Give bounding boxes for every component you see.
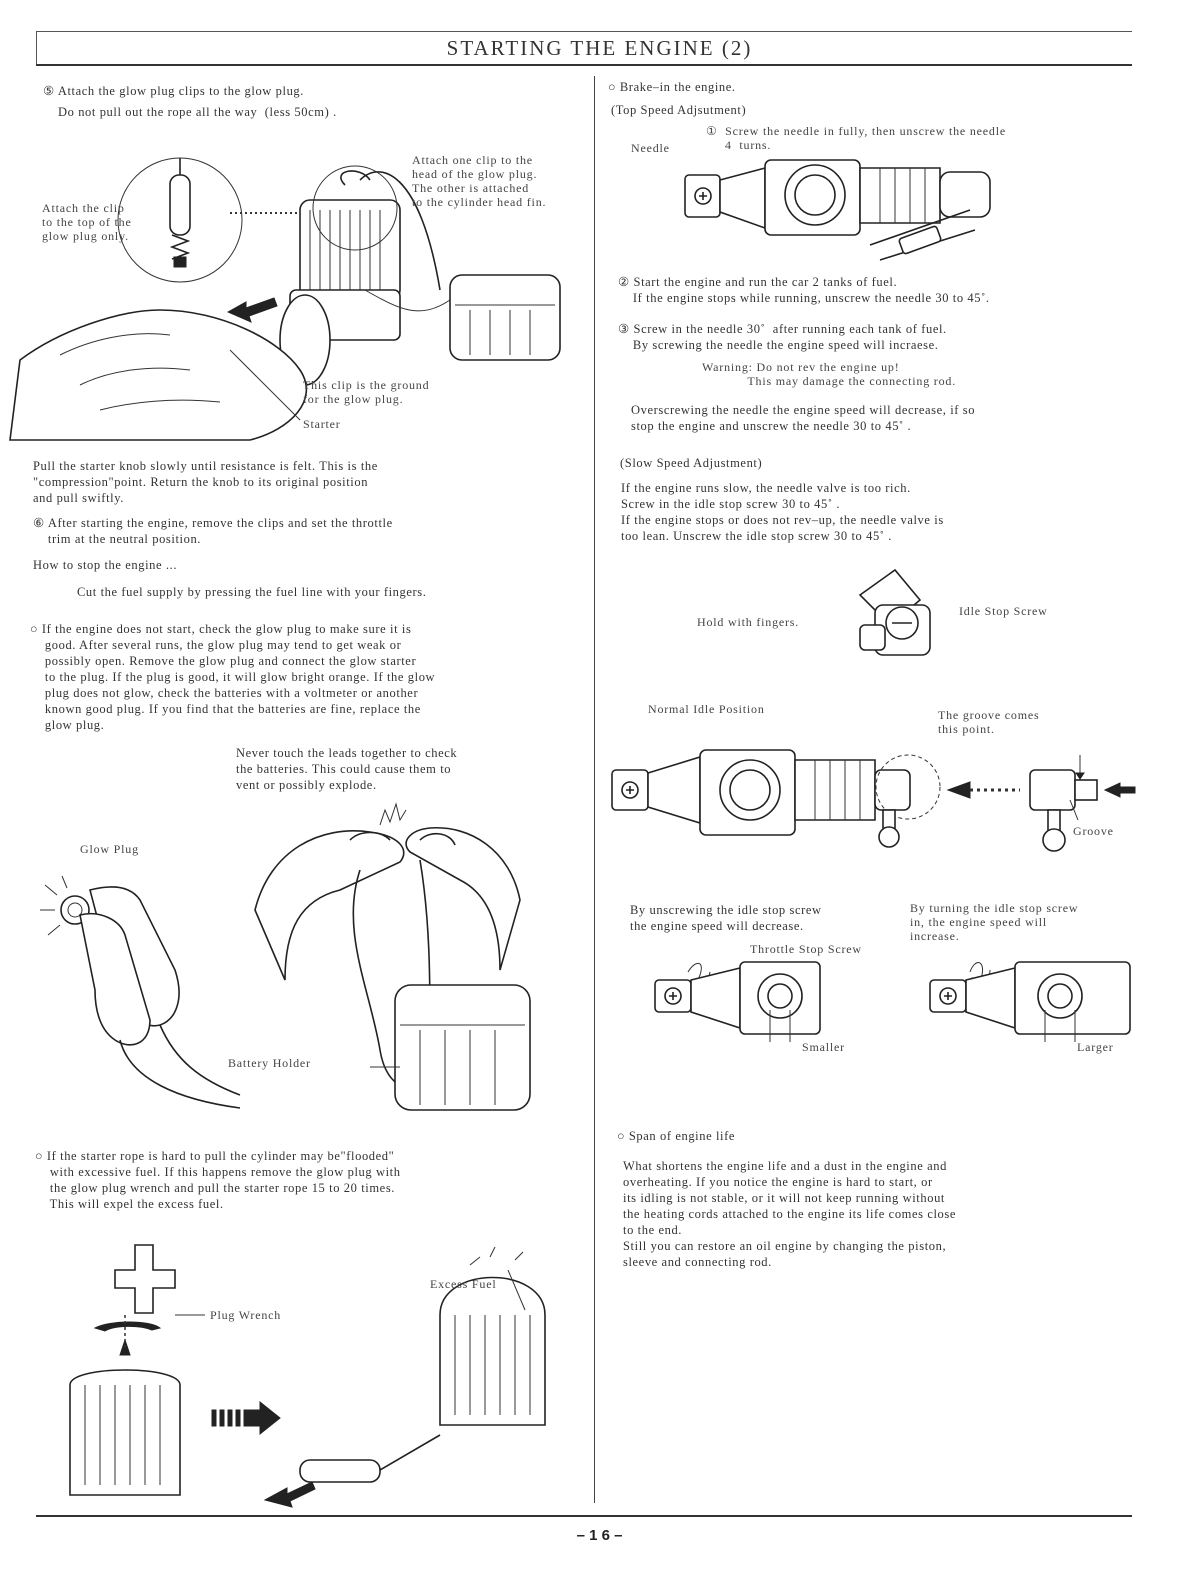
excess-fuel-label: Excess Fuel <box>430 1277 497 1291</box>
top-speed-step2: ② Start the engine and run the car 2 tan… <box>618 275 990 305</box>
top-speed-step3: ③ Screw in the needle 30˚ after running … <box>618 322 947 352</box>
page-number: – 1 6 – <box>576 1527 623 1544</box>
idle-stop-screw-label: Idle Stop Screw <box>959 604 1048 618</box>
groove-label: Groove <box>1073 824 1114 838</box>
glow-plug-label: Glow Plug <box>80 842 139 856</box>
top-speed-step1: ① Screw the needle in fully, then unscre… <box>706 124 1006 152</box>
overscrew-text: Overscrewing the needle the engine speed… <box>631 403 976 433</box>
slow-speed-title: (Slow Speed Adjustment) <box>620 456 763 470</box>
column-divider <box>594 76 595 1503</box>
smaller-label: Smaller <box>802 1040 845 1054</box>
plug-wrench-figure <box>69 1244 546 1508</box>
step6-text: ⑥ After starting the engine, remove the … <box>33 516 393 546</box>
starter-label: Starter <box>303 417 341 431</box>
pull-starter-text: Pull the starter knob slowly until resis… <box>33 459 378 505</box>
top-speed-title: (Top Speed Adjsutment) <box>611 103 747 117</box>
groove-comes-label: The groove comes this point. <box>938 708 1040 736</box>
carburetor-needle-figure <box>684 159 991 261</box>
needle-label: Needle <box>631 141 670 155</box>
glow-clip-figure <box>9 157 561 441</box>
slow-speed-text: If the engine runs slow, the needle valv… <box>621 481 944 543</box>
glow-plug-battery-figure <box>40 802 531 1111</box>
header-rule-top <box>36 31 1132 32</box>
footer-rule <box>36 1515 1132 1517</box>
normal-idle-label: Normal Idle Position <box>648 702 765 716</box>
stop-engine-title: How to stop the engine ... <box>33 558 178 572</box>
larger-label: Larger <box>1077 1040 1114 1054</box>
throttle-stop-label: Throttle Stop Screw <box>750 942 862 956</box>
carburetor-groove-figure <box>611 749 1136 852</box>
battery-holder-label: Battery Holder <box>228 1056 311 1070</box>
idle-stop-screw-figure <box>858 568 931 656</box>
stop-engine-text: Cut the fuel supply by pressing the fuel… <box>77 585 427 599</box>
span-engine-life-title: ○ Span of engine life <box>617 1129 736 1143</box>
plug-wrench-label: Plug Wrench <box>210 1308 282 1322</box>
header-rule-bottom <box>36 64 1132 66</box>
unscrew-text: By unscrewing the idle stop screw the en… <box>630 903 822 933</box>
brake-in-title: ○ Brake–in the engine. <box>608 80 736 94</box>
span-engine-life-text: What shortens the engine life and a dust… <box>623 1159 957 1269</box>
flooded-text: ○ If the starter rope is hard to pull th… <box>35 1149 401 1211</box>
never-touch-text: Never touch the leads together to check … <box>236 746 458 792</box>
warning-text: Warning: Do not rev the engine up! This … <box>702 360 956 388</box>
no-start-text: ○ If the engine does not start, check th… <box>30 622 436 732</box>
ground-clip-label: This clip is the ground for the glow plu… <box>303 378 430 406</box>
turn-in-text: By turning the idle stop screw in, the e… <box>910 901 1079 943</box>
throttle-stop-figures <box>654 961 1131 1042</box>
clip-top-label: Attach the clip to the top of the glow p… <box>42 201 132 243</box>
step5-subtitle: Do not pull out the rope all the way (le… <box>58 105 337 119</box>
step5-title: ⑤ Attach the glow plug clips to the glow… <box>43 84 305 98</box>
page-title: STARTING THE ENGINE (2) <box>446 36 753 60</box>
hold-fingers-label: Hold with fingers. <box>697 615 800 629</box>
header-rule-left <box>36 31 37 65</box>
clip-head-label: Attach one clip to the head of the glow … <box>412 153 547 209</box>
